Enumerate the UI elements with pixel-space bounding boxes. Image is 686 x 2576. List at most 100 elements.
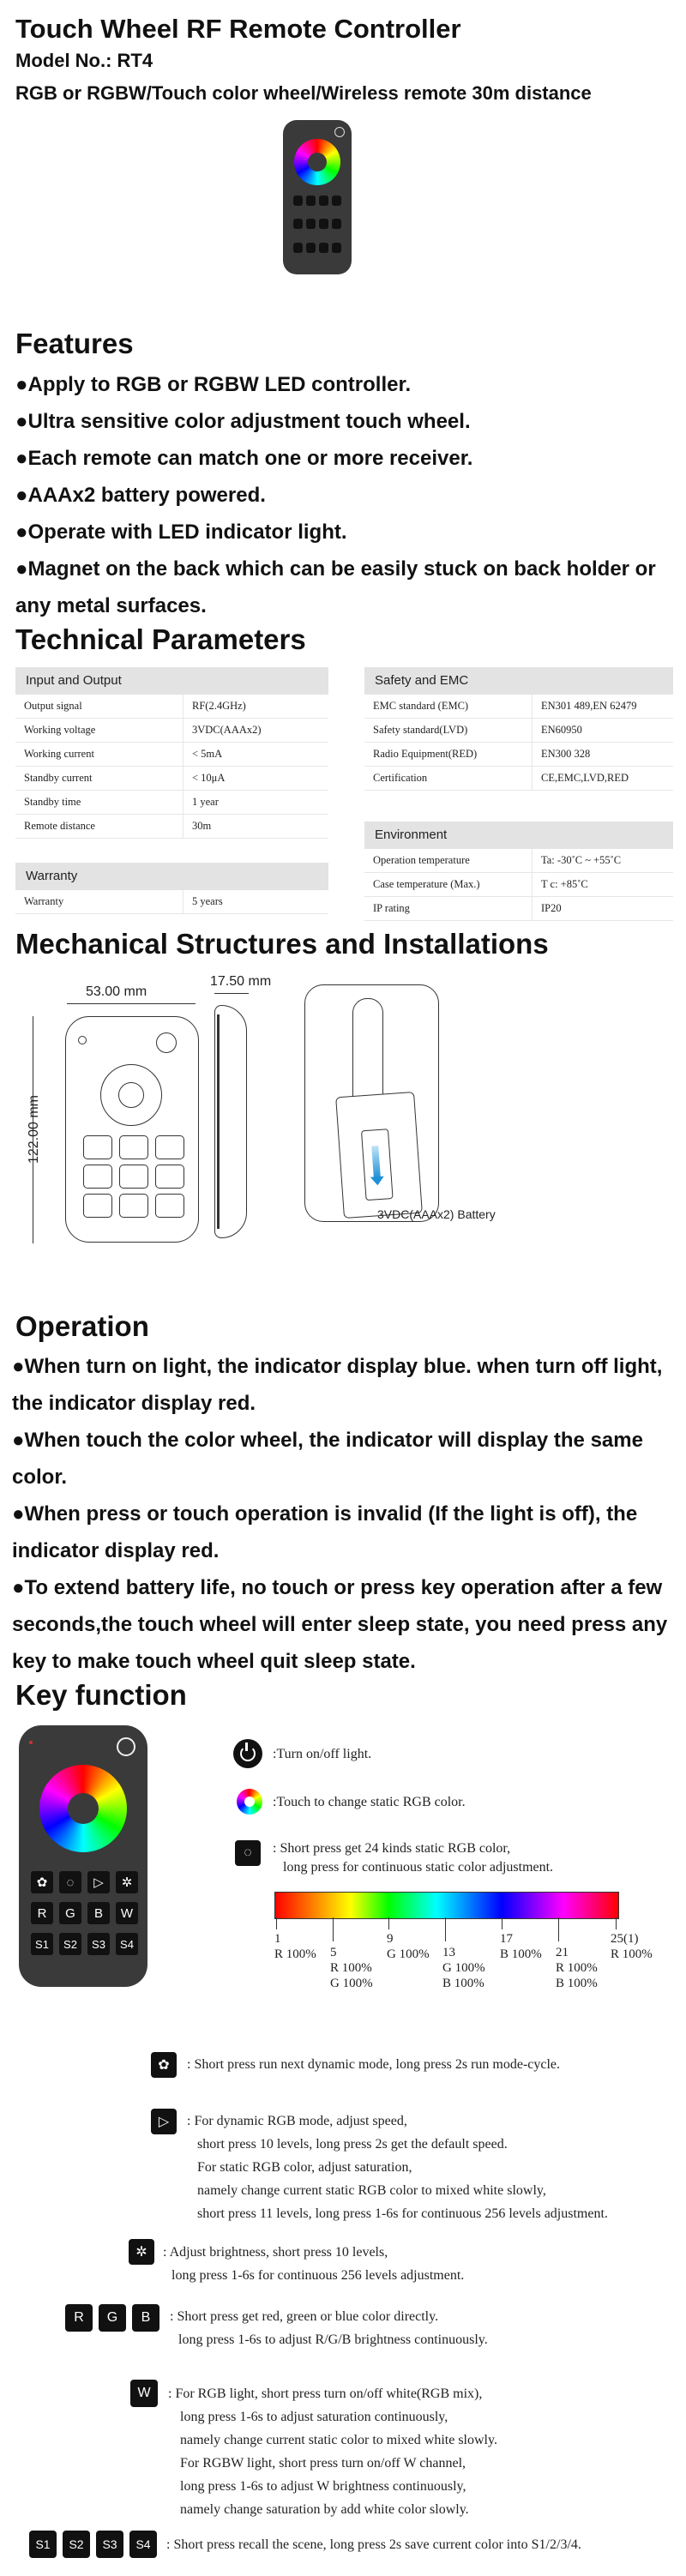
- keyfunc-heading: Key function: [15, 1679, 187, 1711]
- w-desc: namely change saturation by add white co…: [180, 2502, 469, 2517]
- table-row: Radio Equipment(RED)EN300 328: [364, 742, 673, 767]
- w-desc: long press 1-6s to adjust saturation con…: [180, 2410, 448, 2424]
- remote-brightness-icon: ✲: [116, 1871, 138, 1893]
- param-value: IP20: [532, 896, 673, 921]
- w-desc: For RGBW light, short press turn on/off …: [180, 2456, 466, 2471]
- speed-desc: : For dynamic RGB mode, adjust speed,: [187, 2114, 407, 2128]
- wheel-desc: :Touch to change static RGB color.: [273, 1795, 466, 1809]
- g-key-icon: G: [99, 2304, 126, 2332]
- remote-cycle-icon: ◌: [59, 1871, 81, 1893]
- width-dimension: 53.00 mm: [86, 984, 147, 999]
- feature-item: ●Apply to RGB or RGBW LED controller.: [15, 373, 412, 396]
- table-row: EMC standard (EMC)EN301 489,EN 62479: [364, 695, 673, 719]
- width-dimension-line: [67, 1003, 196, 1004]
- rgb-desc: : Short press get red, green or blue col…: [170, 2309, 439, 2324]
- w-desc: long press 1-6s to adjust W brightness c…: [180, 2479, 466, 2494]
- remote-key-s4: S4: [116, 1933, 138, 1955]
- operation-line: ●When touch the color wheel, the indicat…: [12, 1429, 643, 1452]
- power-icon: [233, 1739, 262, 1768]
- speed-desc: short press 10 levels, long press 2s get…: [197, 2137, 508, 2152]
- rgb-desc: long press 1-6s to adjust R/G/B brightne…: [178, 2332, 488, 2347]
- w-key-icon: W: [130, 2380, 158, 2407]
- feature-item: ●Operate with LED indicator light.: [15, 521, 347, 544]
- holder-drawing: [304, 984, 439, 1222]
- cycle-icon: ◌: [235, 1840, 261, 1866]
- param-value: RF(2.4GHz): [183, 695, 328, 719]
- param-value: 1 year: [183, 790, 328, 815]
- param-value: CE,EMC,LVD,RED: [532, 766, 673, 791]
- brightness-desc: : Adjust brightness, short press 10 leve…: [163, 2245, 388, 2260]
- r-key-icon: R: [65, 2304, 93, 2332]
- speed-icon: ▷: [151, 2109, 177, 2134]
- remote-key-s3: S3: [87, 1933, 110, 1955]
- param-value: < 5mA: [183, 742, 328, 767]
- operation-line: key to make touch wheel quit sleep state…: [12, 1650, 416, 1673]
- brightness-desc: long press 1-6s for continuous 256 level…: [172, 2268, 465, 2283]
- param-label: EMC standard (EMC): [364, 695, 533, 719]
- io-table-title: Input and Output: [15, 667, 328, 695]
- s3-key-icon: S3: [96, 2531, 123, 2558]
- depth-dimension-line: [214, 993, 249, 994]
- keyfunc-remote-image: ✿ ◌ ▷ ✲ R G B W S1 S2 S3 S4: [19, 1725, 147, 1987]
- remote-key-w: W: [116, 1902, 138, 1924]
- s2-key-icon: S2: [63, 2531, 90, 2558]
- page-subtitle: RGB or RGBW/Touch color wheel/Wireless r…: [15, 82, 592, 104]
- w-desc: namely change current static color to mi…: [180, 2433, 497, 2447]
- operation-line: ●When turn on light, the indicator displ…: [12, 1355, 663, 1378]
- operation-line: seconds,the touch wheel will enter sleep…: [12, 1613, 668, 1636]
- warranty-table-title: Warranty: [15, 863, 328, 890]
- remote-key-b: B: [87, 1902, 110, 1924]
- remote-speed-icon: ▷: [87, 1871, 110, 1893]
- param-label: Working current: [15, 742, 184, 767]
- s4-key-icon: S4: [129, 2531, 157, 2558]
- depth-dimension: 17.50 mm: [210, 974, 272, 989]
- mode-icon: ✿: [151, 2052, 177, 2078]
- param-label: Operation temperature: [364, 849, 533, 873]
- power-desc: :Turn on/off light.: [273, 1747, 372, 1761]
- speed-desc: short press 11 levels, long press 1-6s f…: [197, 2206, 608, 2221]
- operation-line: ●When press or touch operation is invali…: [12, 1502, 638, 1526]
- front-view-drawing: [65, 1016, 199, 1243]
- table-row: Working current< 5mA: [15, 742, 328, 767]
- param-label: IP rating: [364, 896, 533, 921]
- safety-table: Safety and EMC EMC standard (EMC)EN301 4…: [364, 667, 673, 791]
- remote-key-s1: S1: [31, 1933, 53, 1955]
- feature-item: ●Ultra sensitive color adjustment touch …: [15, 410, 471, 433]
- s1-key-icon: S1: [29, 2531, 57, 2558]
- cycle-desc: long press for continuous static color a…: [283, 1860, 554, 1875]
- param-value: T c: +85˚C: [532, 872, 673, 897]
- feature-item: any metal surfaces.: [15, 594, 207, 617]
- remote-key-s2: S2: [59, 1933, 81, 1955]
- color-wheel-icon: [237, 1789, 262, 1815]
- param-value: 3VDC(AAAx2): [183, 718, 328, 743]
- b-key-icon: B: [132, 2304, 159, 2332]
- operation-line: indicator display red.: [12, 1539, 220, 1562]
- brightness-icon: ✲: [129, 2239, 154, 2265]
- tech-heading: Technical Parameters: [15, 623, 306, 655]
- speed-desc: For static RGB color, adjust saturation,: [197, 2160, 412, 2175]
- mech-heading: Mechanical Structures and Installations: [15, 928, 549, 960]
- battery-label: 3VDC(AAAx2) Battery: [377, 1207, 496, 1221]
- model-number: Model No.: RT4: [15, 50, 153, 71]
- param-value: EN300 328: [532, 742, 673, 767]
- bar-label-25: 25(1)R 100%: [611, 1932, 653, 1961]
- feature-item: ●AAAx2 battery powered.: [15, 484, 266, 507]
- features-heading: Features: [15, 328, 134, 359]
- table-row: Safety standard(LVD)EN60950: [364, 718, 673, 743]
- mode-desc: : Short press run next dynamic mode, lon…: [187, 2057, 561, 2072]
- scene-desc: : Short press recall the scene, long pre…: [166, 2537, 581, 2552]
- param-label: Output signal: [15, 695, 184, 719]
- w-desc: : For RGB light, short press turn on/off…: [168, 2386, 483, 2401]
